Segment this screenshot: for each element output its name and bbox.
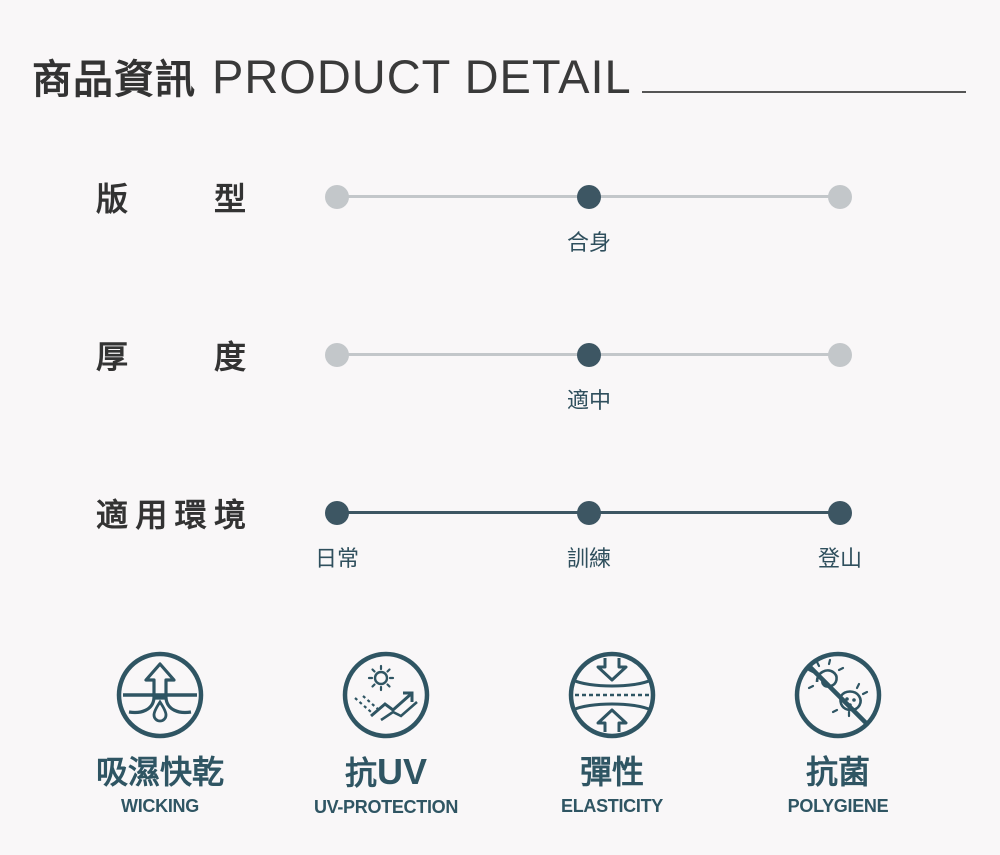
uv-protection-icon <box>342 651 430 739</box>
spec-row-fit: 版 型 合身 <box>0 177 1000 297</box>
spec-option-label: 日常 <box>314 547 360 572</box>
spec-dot-0 <box>325 501 349 525</box>
feature-name-zh: 彈性 <box>579 753 644 791</box>
page-title: 商品資訊 PRODUCT DETAIL <box>32 48 632 104</box>
wicking-icon <box>116 651 204 739</box>
polygiene-icon <box>794 651 882 739</box>
spec-label-char: 度 <box>213 338 246 376</box>
feature-name-zh-suffix: UV <box>377 751 428 792</box>
title-english: PRODUCT DETAIL <box>212 49 632 103</box>
spec-label-char: 版 <box>96 180 129 218</box>
spec-option-label: 合身 <box>566 231 612 256</box>
title-divider <box>642 91 966 93</box>
spec-label-char: 適 <box>96 496 129 534</box>
spec-label-thickness: 厚 度 <box>96 335 246 376</box>
feature-name-zh: 抗UV <box>276 751 496 792</box>
spec-label-char: 環 <box>174 496 207 534</box>
feature-name-en: WICKING <box>121 796 199 816</box>
spec-dot-2 <box>828 343 852 367</box>
feature-elasticity: 彈性 ELASTICITY <box>502 650 722 817</box>
elasticity-icon <box>568 651 656 739</box>
feature-wicking: 吸濕快乾 WICKING <box>50 650 270 817</box>
spec-dot-1 <box>577 185 601 209</box>
spec-row-environment: 適 用 環 境 日常 訓練 登山 <box>0 493 1000 613</box>
spec-dot-0 <box>325 185 349 209</box>
spec-option-label: 登山 <box>817 547 863 572</box>
feature-polygiene: 抗菌 POLYGIENE <box>728 650 948 817</box>
spec-label-char: 境 <box>213 496 246 534</box>
spec-option-label: 適中 <box>566 389 612 414</box>
spec-label-char: 型 <box>213 180 246 218</box>
spec-label-environment: 適 用 環 境 <box>96 493 246 534</box>
feature-name-en: ELASTICITY <box>560 796 663 816</box>
spec-label-char: 厚 <box>96 338 129 376</box>
spec-option-label: 訓練 <box>566 547 612 572</box>
feature-name-en: POLYGIENE <box>787 796 889 816</box>
title-chinese: 商品資訊 <box>32 57 196 103</box>
spec-dot-1 <box>577 343 601 367</box>
spec-row-thickness: 厚 度 適中 <box>0 335 1000 455</box>
feature-name-zh-text: 抗 <box>344 754 377 792</box>
spec-label-fit: 版 型 <box>96 177 246 218</box>
spec-dot-2 <box>828 185 852 209</box>
feature-name-en: UV-PROTECTION <box>313 797 459 817</box>
spec-dot-2 <box>828 501 852 525</box>
feature-name-zh: 抗菌 <box>805 753 870 791</box>
spec-dot-0 <box>325 343 349 367</box>
feature-uv-protection: 抗UV UV-PROTECTION <box>276 650 496 818</box>
spec-label-char: 用 <box>135 496 168 534</box>
spec-dot-1 <box>577 501 601 525</box>
feature-name-zh: 吸濕快乾 <box>95 753 224 791</box>
